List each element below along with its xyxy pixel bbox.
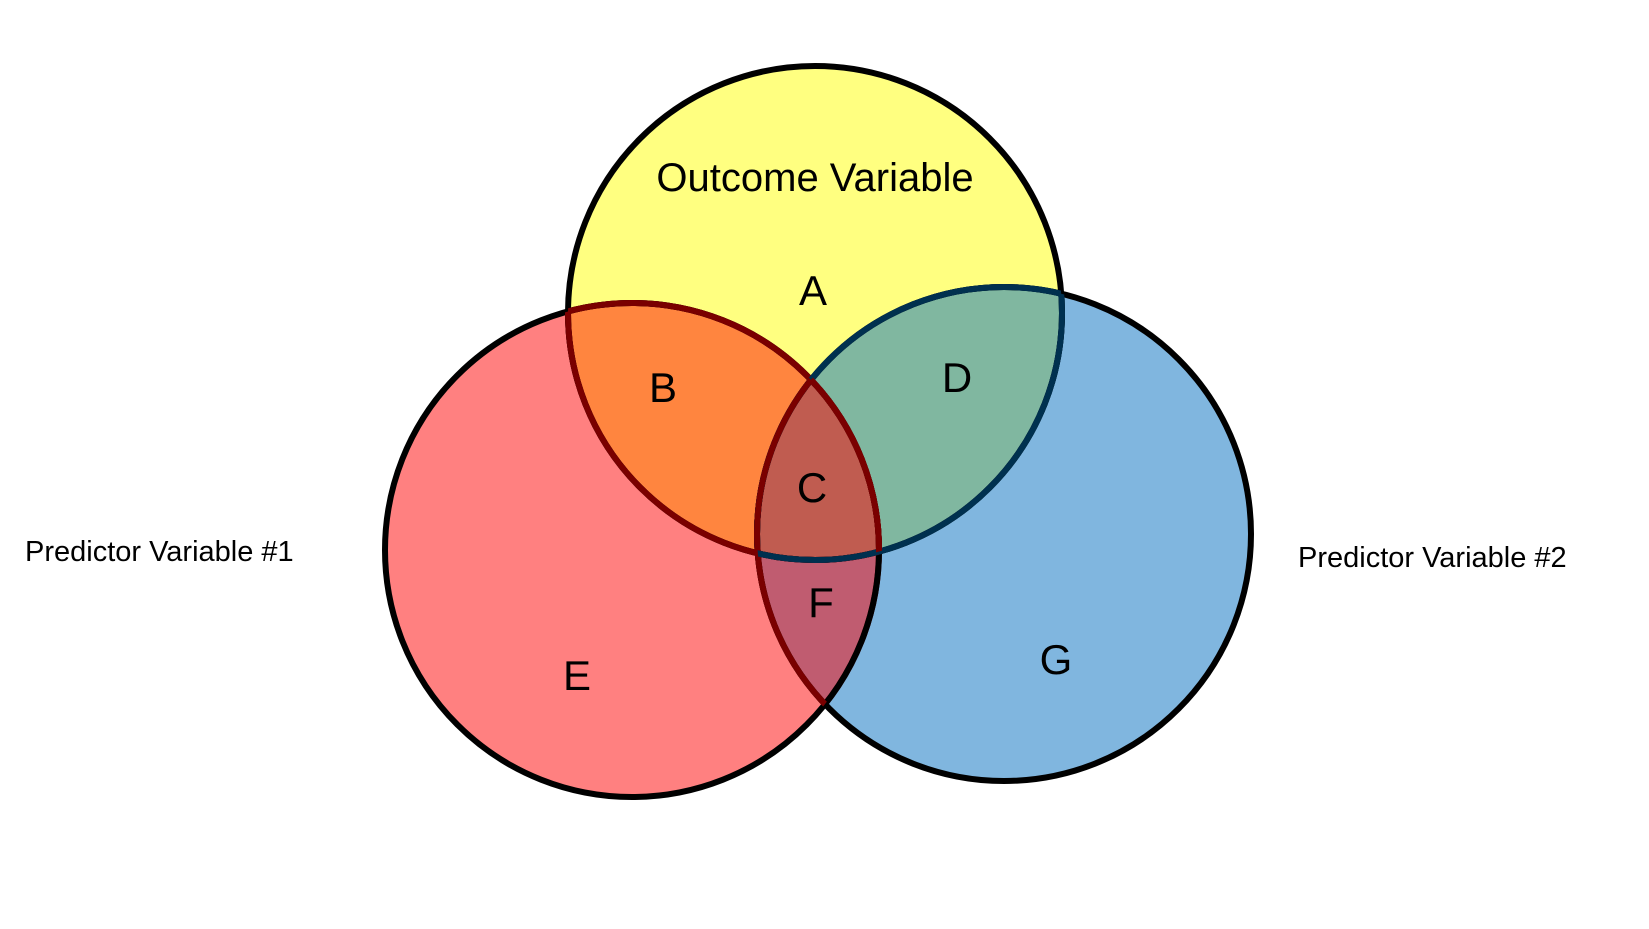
region-e-label: E	[563, 652, 591, 699]
region-f-label: F	[808, 579, 834, 626]
region-d-label: D	[942, 354, 972, 401]
predictor1-arc-in-c	[757, 300, 882, 560]
region-b-label: B	[649, 364, 677, 411]
region-a-label: A	[799, 267, 827, 314]
predictor-variable-1-label: Predictor Variable #1	[25, 536, 294, 568]
outcome-arc-in-predictor2	[757, 287, 1065, 563]
outcome-variable-label: Outcome Variable	[656, 156, 973, 200]
region-g-label: G	[1040, 636, 1073, 683]
predictor-variable-2-label: Predictor Variable #2	[1298, 542, 1567, 574]
predictor2-arc-in-predictor1	[754, 303, 879, 784]
region-c-label: C	[797, 464, 827, 511]
